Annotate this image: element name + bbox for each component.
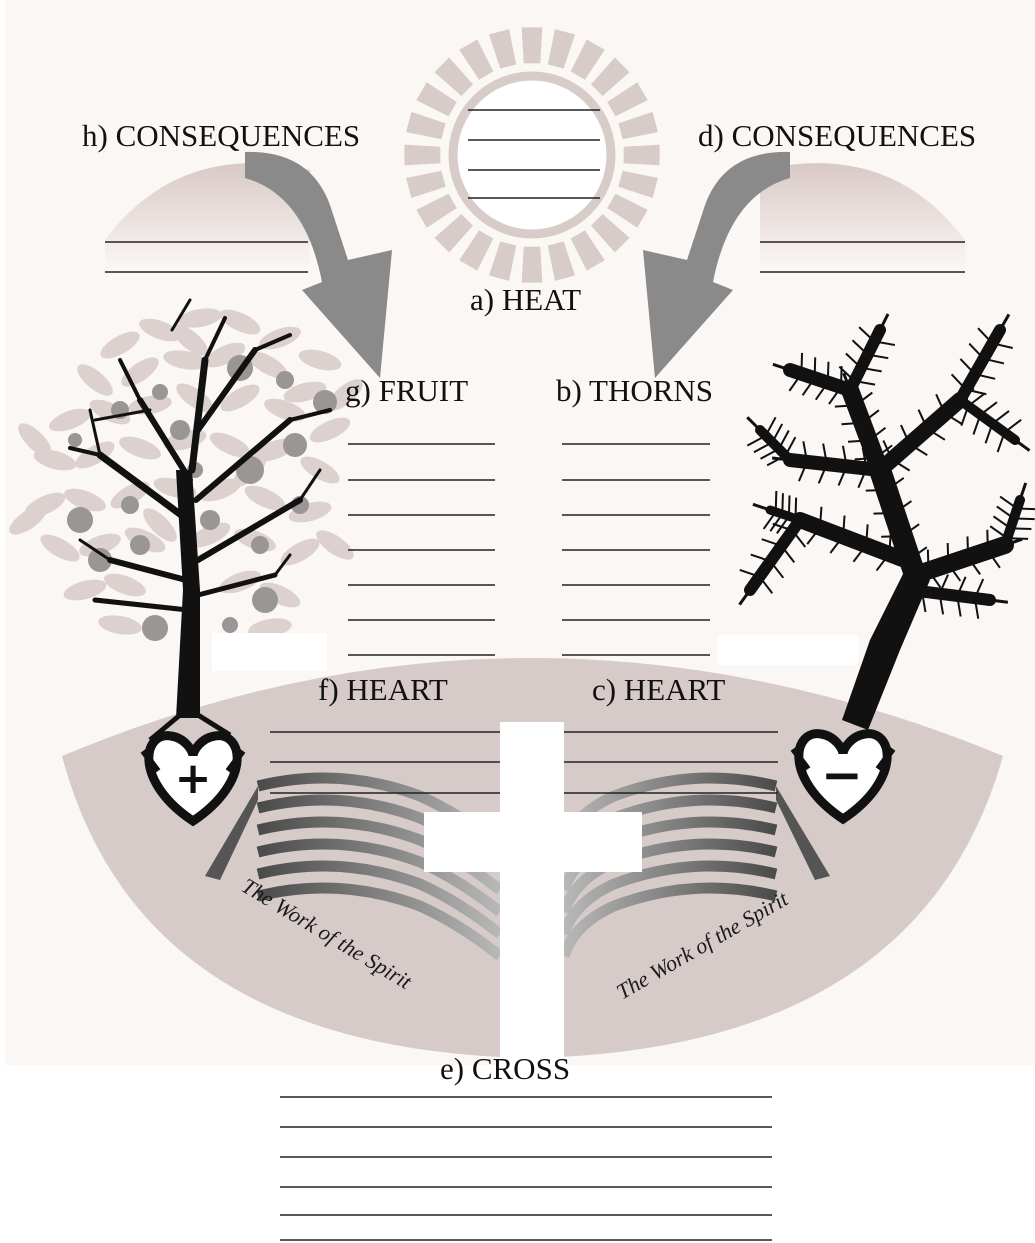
label-heat: a) HEAT [470, 284, 581, 315]
label-fruit: g) FRUIT [345, 375, 468, 406]
label-consequences-left: h) CONSEQUENCES [82, 120, 360, 151]
label-consequences-right: d) CONSEQUENCES [698, 120, 976, 151]
minus-sign: − [821, 746, 863, 804]
label-heart-right: c) HEART [592, 674, 725, 705]
blank-patch [718, 635, 858, 665]
label-thorns: b) THORNS [556, 375, 713, 406]
plus-sign: + [175, 753, 212, 804]
blank-patch [212, 633, 327, 671]
label-heart-left: f) HEART [318, 674, 448, 705]
label-cross: e) CROSS [440, 1053, 570, 1084]
